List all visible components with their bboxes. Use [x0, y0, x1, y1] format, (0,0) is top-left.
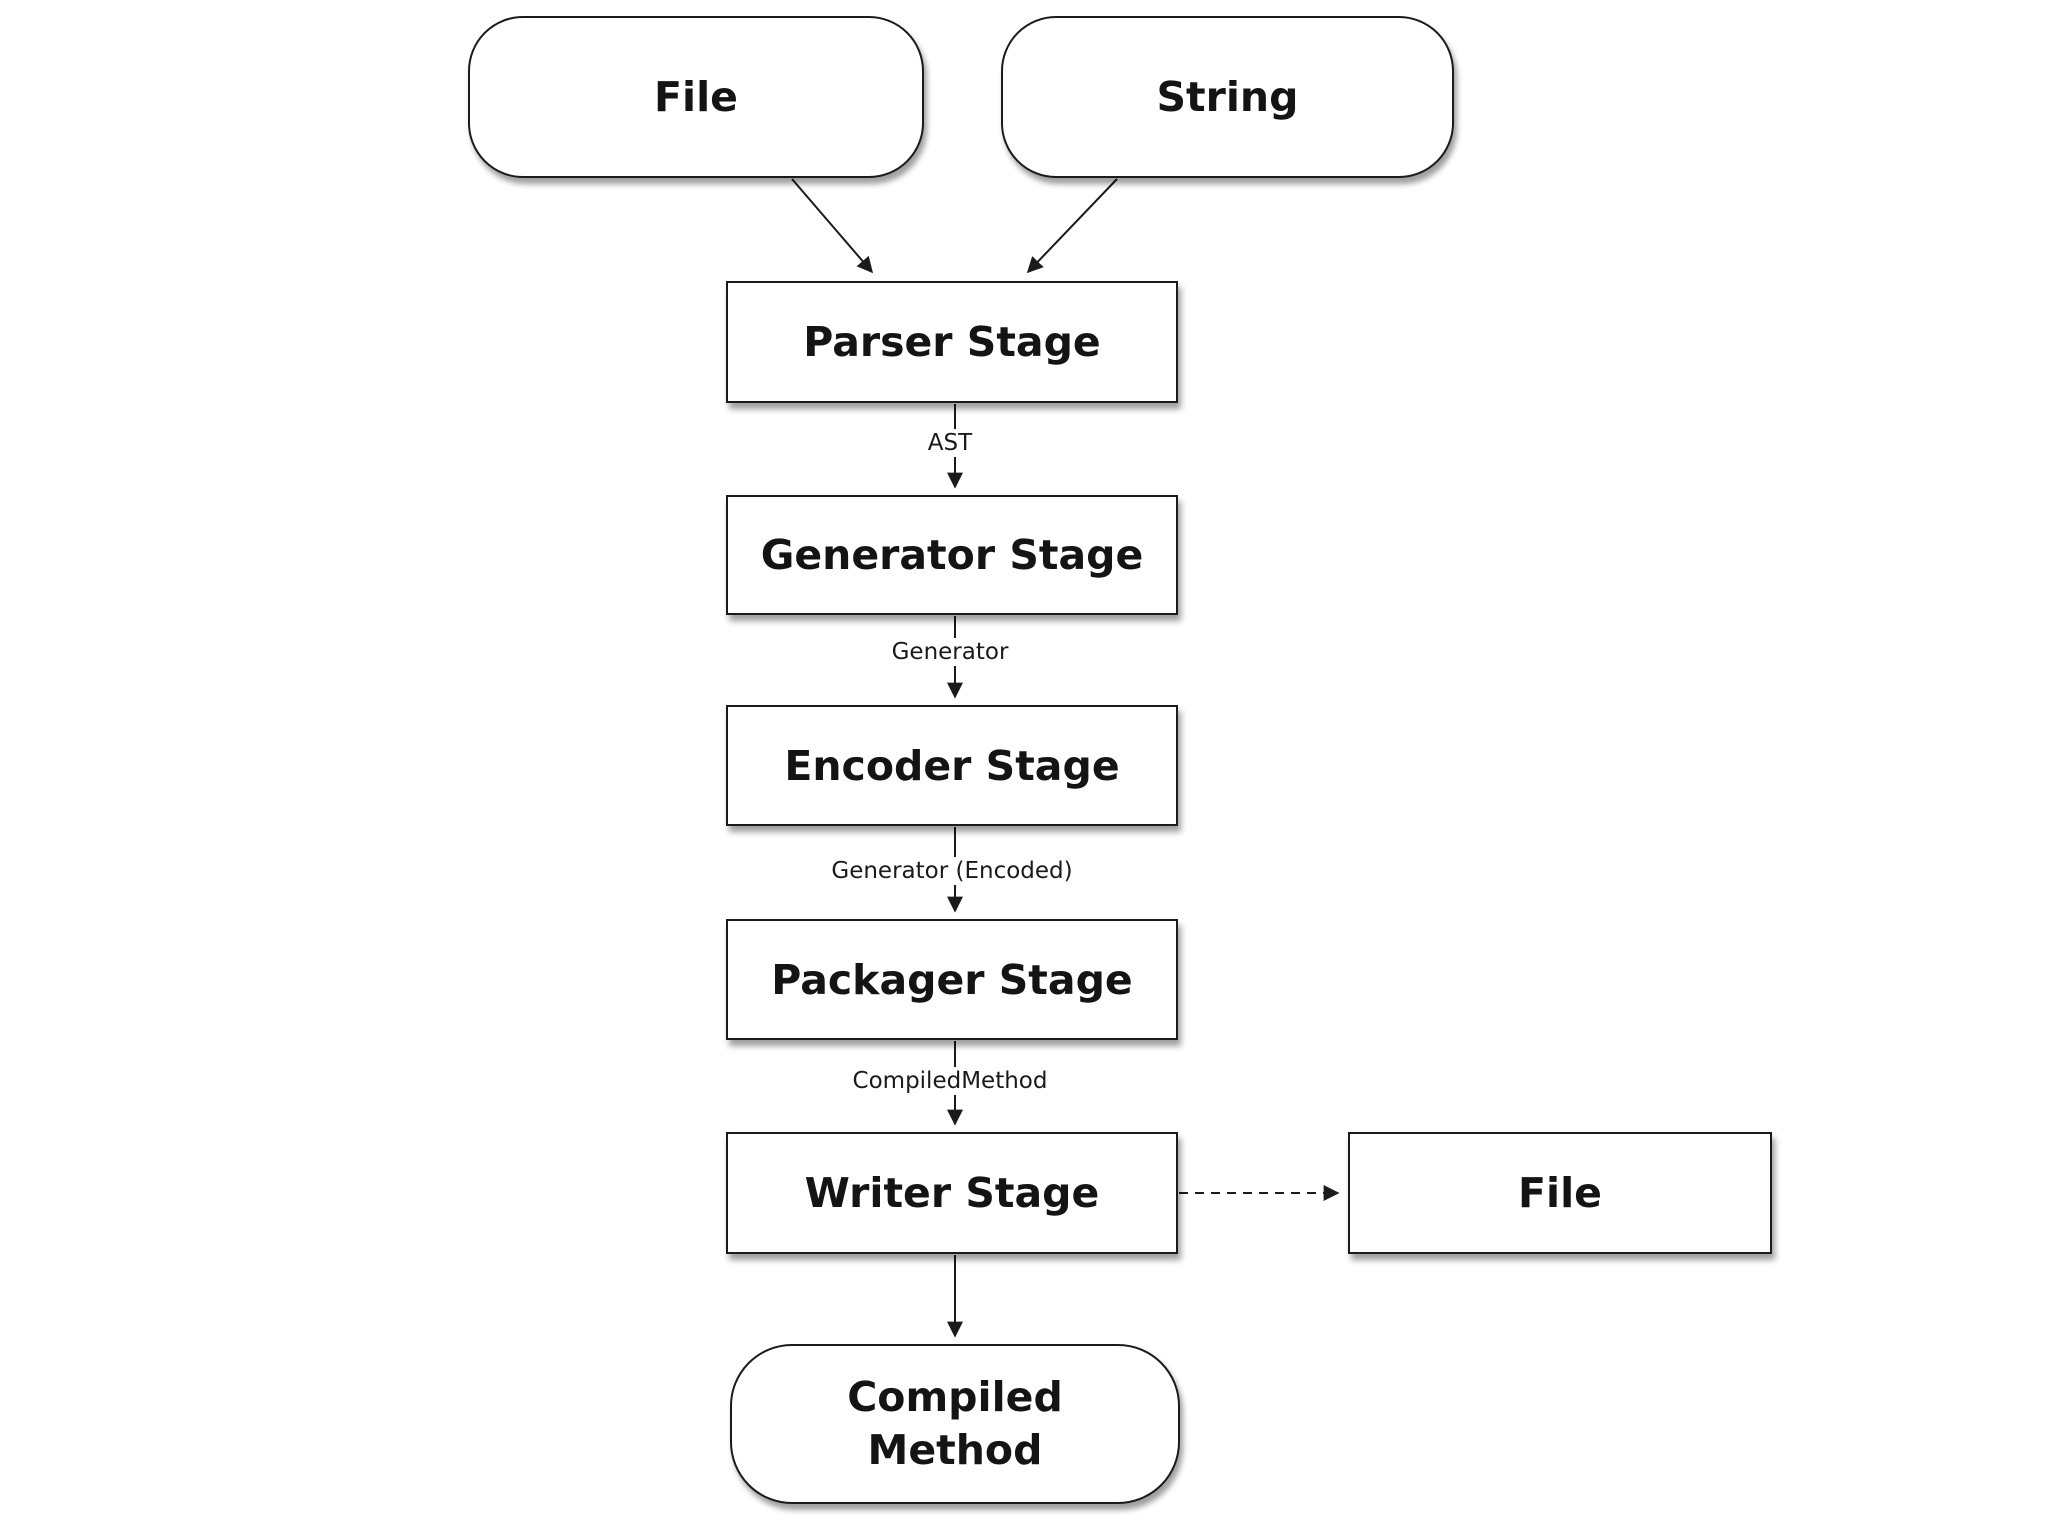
edge-label-ast: AST [917, 429, 983, 457]
node-packager-stage-label: Packager Stage [771, 955, 1133, 1004]
edge-label-generator-encoded: Generator (Encoded) [821, 857, 1083, 885]
node-parser-stage: Parser Stage [726, 281, 1178, 403]
node-file-output: File [1348, 1132, 1772, 1254]
node-writer-stage: Writer Stage [726, 1132, 1178, 1254]
node-file-input-label: File [654, 73, 738, 121]
node-encoder-stage: Encoder Stage [726, 705, 1178, 826]
node-compiled-method: Compiled Method [730, 1344, 1180, 1504]
node-compiled-method-label: Compiled Method [847, 1372, 1063, 1474]
node-packager-stage: Packager Stage [726, 919, 1178, 1040]
node-file-input: File [468, 16, 924, 178]
edge-file-input-to-parser [791, 178, 874, 274]
edge-string-input-to-parser [1026, 178, 1118, 274]
node-file-output-label: File [1518, 1169, 1602, 1217]
edge-label-generator: Generator [881, 638, 1019, 666]
node-writer-stage-label: Writer Stage [804, 1169, 1100, 1217]
node-string-input: String [1001, 16, 1454, 178]
node-generator-stage-label: Generator Stage [760, 531, 1144, 579]
node-encoder-stage-label: Encoder Stage [784, 741, 1120, 790]
node-generator-stage: Generator Stage [726, 495, 1178, 615]
node-parser-stage-label: Parser Stage [803, 318, 1101, 366]
edge-label-compiledmethod: CompiledMethod [842, 1067, 1058, 1095]
node-string-input-label: String [1156, 73, 1299, 121]
